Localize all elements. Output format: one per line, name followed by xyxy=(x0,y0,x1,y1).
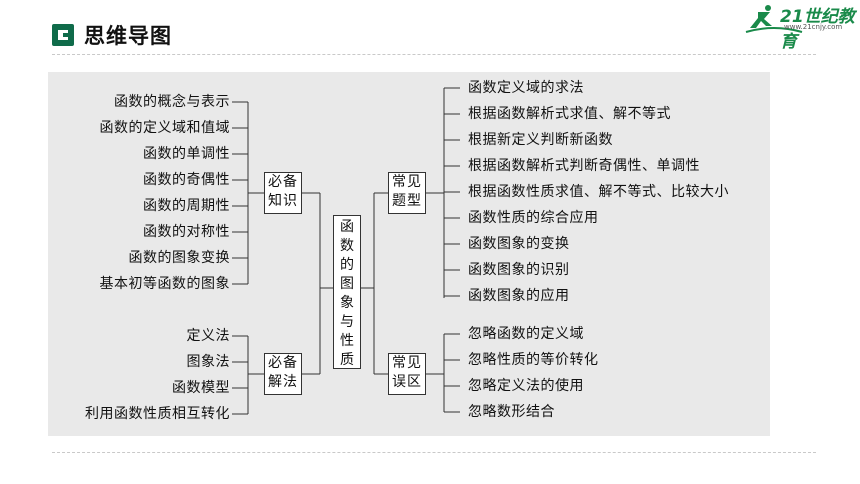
page-title: 思维导图 xyxy=(84,24,172,48)
header-square-icon xyxy=(52,24,74,46)
knowledge-item: 基本初等函数的图象 xyxy=(99,276,230,292)
type-item: 根据函数解析式判断奇偶性、单调性 xyxy=(468,158,700,174)
center-char: 的 xyxy=(340,257,354,273)
method-item: 利用函数性质相互转化 xyxy=(85,406,230,422)
pitfall-item: 忽略数形结合 xyxy=(468,404,555,420)
box-pitfalls: 常见 误区 xyxy=(388,353,426,395)
method-item: 函数模型 xyxy=(172,380,230,396)
logo-url: www.21cnjy.com xyxy=(784,23,843,31)
mind-map-panel: 函数的概念与表示 函数的定义域和值域 函数的单调性 函数的奇偶性 函数的周期性 … xyxy=(48,72,770,436)
knowledge-item: 函数的周期性 xyxy=(143,198,230,214)
box-methods-line1: 必备 xyxy=(268,355,298,371)
type-item: 根据函数性质求值、解不等式、比较大小 xyxy=(468,184,729,200)
method-item: 定义法 xyxy=(186,328,230,344)
logo-text: 21世纪教育 xyxy=(780,7,855,52)
pitfall-item: 忽略函数的定义域 xyxy=(468,326,584,342)
center-char: 函 xyxy=(340,219,354,235)
box-types-line2: 题型 xyxy=(392,193,422,209)
logo-icon xyxy=(745,5,803,33)
type-item: 函数定义域的求法 xyxy=(468,80,584,96)
box-types: 常见 题型 xyxy=(388,172,426,214)
knowledge-item: 函数的对称性 xyxy=(143,224,230,240)
footer-divider xyxy=(52,452,816,453)
header-divider xyxy=(52,54,816,55)
knowledge-item: 函数的概念与表示 xyxy=(114,94,230,110)
center-char: 与 xyxy=(340,314,354,330)
box-types-line1: 常见 xyxy=(392,174,422,190)
box-knowledge-line2: 知识 xyxy=(268,193,298,209)
knowledge-item: 函数的图象变换 xyxy=(128,250,230,266)
type-item: 函数图象的变换 xyxy=(468,236,570,252)
box-methods: 必备 解法 xyxy=(264,353,302,395)
type-item: 函数性质的综合应用 xyxy=(468,210,599,226)
center-char: 数 xyxy=(340,238,354,254)
type-item: 函数图象的应用 xyxy=(468,288,570,304)
box-methods-line2: 解法 xyxy=(268,374,298,390)
center-char: 象 xyxy=(340,295,354,311)
center-char: 质 xyxy=(340,352,354,368)
knowledge-item: 函数的奇偶性 xyxy=(143,172,230,188)
center-topic-box: 函 数 的 图 象 与 性 质 xyxy=(333,215,361,369)
pitfall-item: 忽略定义法的使用 xyxy=(468,378,584,394)
box-knowledge-line1: 必备 xyxy=(268,174,298,190)
type-item: 根据新定义判断新函数 xyxy=(468,132,613,148)
type-item: 根据函数解析式求值、解不等式 xyxy=(468,106,671,122)
box-pitfalls-line1: 常见 xyxy=(392,355,422,371)
center-char: 性 xyxy=(340,333,354,349)
box-knowledge: 必备 知识 xyxy=(264,172,302,214)
knowledge-item: 函数的定义域和值域 xyxy=(99,120,230,136)
connector-lines xyxy=(232,87,460,415)
center-char: 图 xyxy=(340,276,354,292)
pitfall-item: 忽略性质的等价转化 xyxy=(468,352,599,368)
method-item: 图象法 xyxy=(186,354,230,370)
knowledge-item: 函数的单调性 xyxy=(143,146,230,162)
box-pitfalls-line2: 误区 xyxy=(392,374,422,390)
type-item: 函数图象的识别 xyxy=(468,262,570,278)
